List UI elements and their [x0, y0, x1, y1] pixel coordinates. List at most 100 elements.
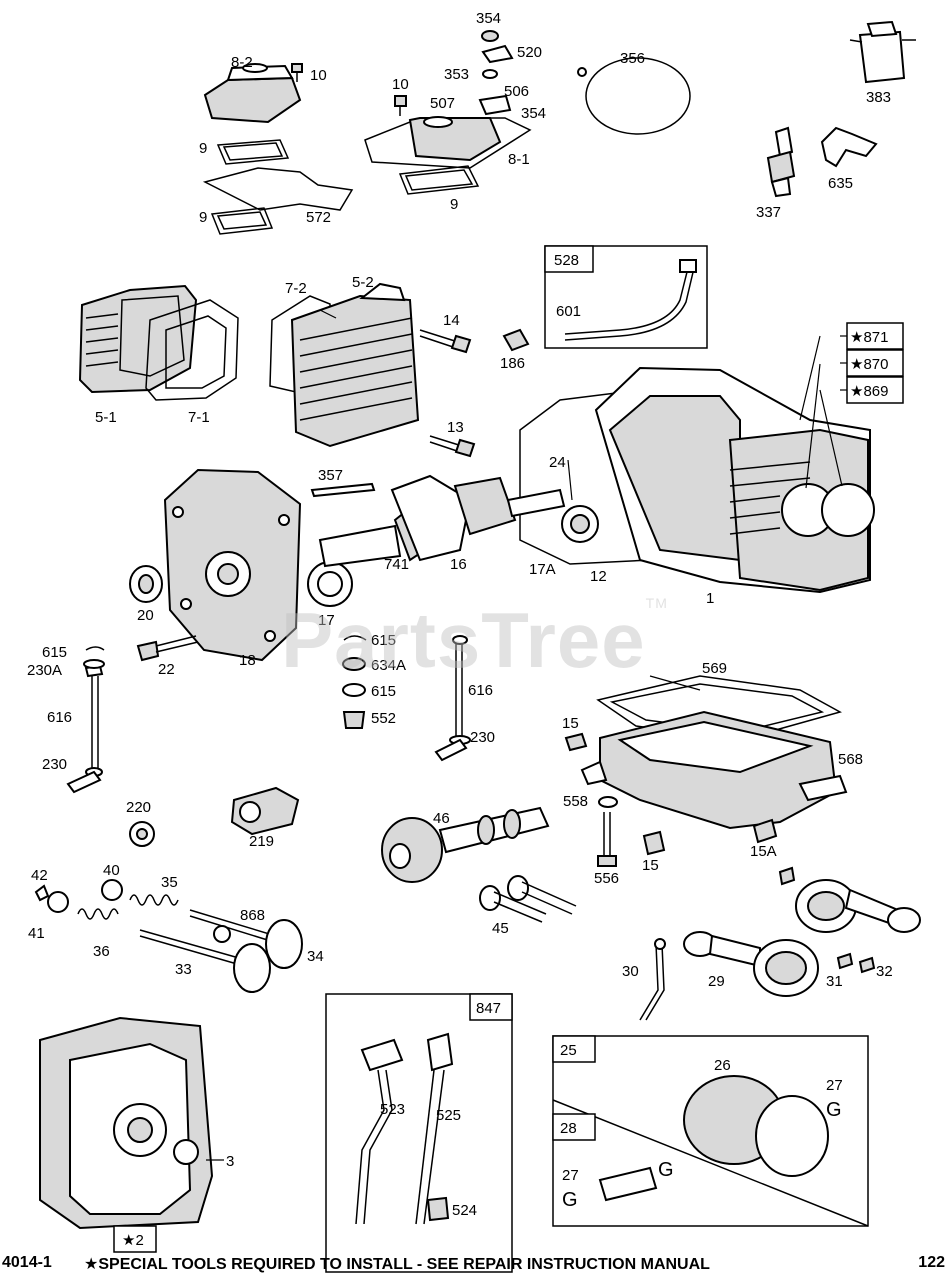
bolt-13: [429, 435, 476, 458]
cover-8-1: [364, 94, 532, 169]
label-558: 558: [563, 793, 588, 810]
label-27-g: G: [658, 1159, 674, 1181]
label-7-2: 7-2: [285, 280, 307, 297]
label-871: ★871: [850, 329, 888, 346]
label-354: 354: [476, 10, 501, 27]
label-22: 22: [158, 661, 175, 678]
label-634a: 634A: [371, 657, 406, 674]
label-741: 741: [384, 556, 409, 573]
label-33: 33: [175, 961, 192, 978]
label-616: 616: [468, 682, 493, 699]
label-40: 40: [103, 862, 120, 879]
nut-354-a: [481, 30, 514, 79]
callout-labels: 354 520 353 506 507 354 8-2 10 10 8-1 9 …: [27, 10, 893, 1249]
label-7-1: 7-1: [188, 409, 210, 426]
label-8-1: 8-1: [508, 151, 530, 168]
retainer-42: [34, 884, 50, 902]
label-569: 569: [702, 660, 727, 677]
governor-shaft-616-a: [66, 664, 104, 794]
pin-357: [310, 482, 376, 498]
label-615: 615: [371, 632, 396, 649]
label-635: 635: [828, 175, 853, 192]
diagram-id: 4014-1: [2, 1254, 52, 1271]
spark-plug-337: [766, 126, 796, 198]
sump-568: [580, 710, 848, 830]
cover-8-2: [203, 63, 302, 124]
label-41: 41: [28, 925, 45, 942]
label-31: 31: [826, 973, 843, 990]
label-29: 29: [708, 973, 725, 990]
label-220: 220: [126, 799, 151, 816]
gasket-9-c: [398, 165, 480, 195]
camshaft-46: [381, 806, 550, 883]
label-42: 42: [31, 867, 48, 884]
governor-shaft-616-b: [434, 635, 471, 762]
label-24: 24: [549, 454, 566, 471]
connecting-rod-other: [778, 866, 921, 933]
washer-stack: [342, 635, 367, 729]
label-27: 27: [826, 1077, 843, 1094]
bolt-22: [136, 635, 199, 662]
tappets-45: [479, 875, 577, 923]
dipper-30: [639, 938, 666, 1021]
bolt-31-32: [836, 952, 876, 974]
label-17: 17: [318, 612, 335, 629]
label-572: 572: [306, 209, 331, 226]
engine-block-1: [519, 366, 875, 594]
label-28: 28: [560, 1120, 577, 1137]
label-525: 525: [436, 1107, 461, 1124]
label-601: 601: [556, 303, 581, 320]
label-353: 353: [444, 66, 469, 83]
cylinder-head-5-1: [78, 284, 198, 394]
label-354: 354: [521, 105, 546, 122]
label-520: 520: [517, 44, 542, 61]
label-27-g: G: [562, 1189, 578, 1211]
crankcase-cover-18: [163, 468, 302, 662]
seal-20: [129, 565, 163, 603]
label-9: 9: [199, 140, 207, 157]
label-10: 10: [392, 76, 409, 93]
label-847: 847: [476, 1000, 501, 1017]
label-869: ★869: [850, 383, 888, 400]
label-357: 357: [318, 467, 343, 484]
plug-15-b: [642, 830, 666, 856]
screw-10-b: [394, 95, 407, 116]
plate-572: [202, 167, 354, 211]
label-5-2: 5-2: [352, 274, 374, 291]
label-616: 616: [47, 709, 72, 726]
seal-17a: [561, 505, 599, 543]
label-34: 34: [307, 948, 324, 965]
cylinder-head-5-2: [290, 282, 420, 448]
label-27-g: G: [826, 1099, 842, 1121]
label-15: 15: [642, 857, 659, 874]
label-36: 36: [93, 943, 110, 960]
label-507: 507: [430, 95, 455, 112]
label-32: 32: [876, 963, 893, 980]
kit-528-box: [544, 245, 708, 349]
tool-383: [849, 20, 916, 84]
label-35: 35: [161, 874, 178, 891]
box-2: [113, 1225, 157, 1253]
label-14: 14: [443, 312, 460, 329]
ground-wire-356: [577, 57, 691, 135]
page-number: 122: [918, 1254, 945, 1271]
governor-219: [230, 786, 300, 836]
label-9: 9: [450, 196, 458, 213]
label-552: 552: [371, 710, 396, 727]
label-26: 26: [714, 1057, 731, 1074]
label-5-1: 5-1: [95, 409, 117, 426]
label-30: 30: [622, 963, 639, 980]
label-45: 45: [492, 920, 509, 937]
bolt-14: [419, 329, 472, 354]
label-356: 356: [620, 50, 645, 67]
gasket-9-b: [210, 207, 274, 235]
label-230a: 230A: [27, 662, 62, 679]
label-15: 15: [562, 715, 579, 732]
valve-springs-35-36: [47, 879, 179, 920]
label-383: 383: [866, 89, 891, 106]
label-18: 18: [239, 652, 256, 669]
label-556: 556: [594, 870, 619, 887]
bearing-17: [307, 561, 353, 607]
fitting-186: [502, 328, 530, 352]
